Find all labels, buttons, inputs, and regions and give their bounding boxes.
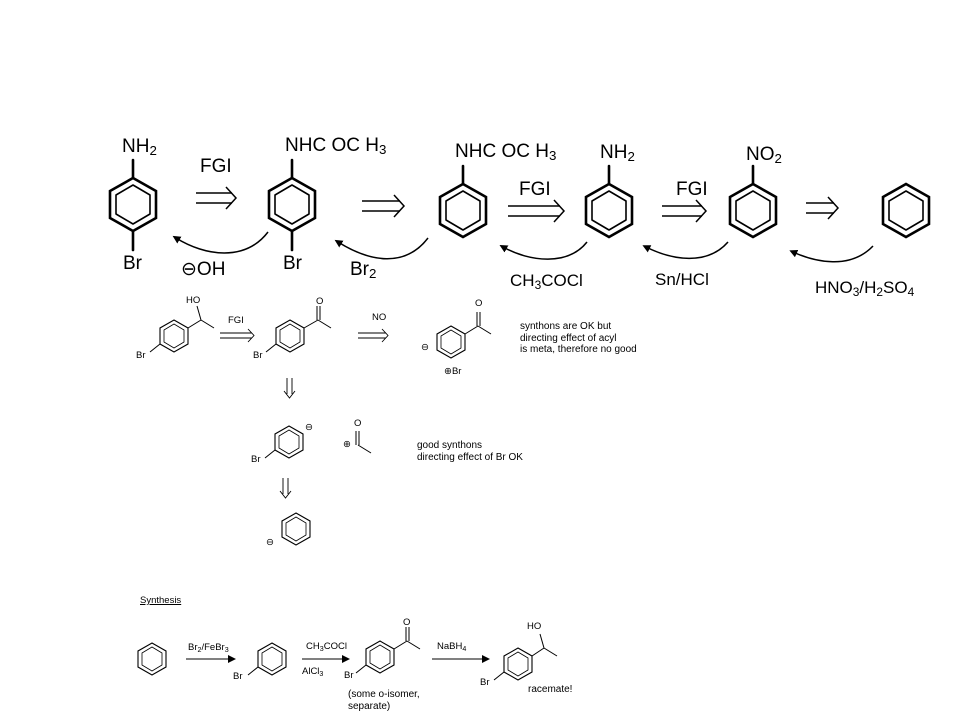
forward-arrow-1 xyxy=(172,231,269,254)
synthesis-p1-br-label: Br xyxy=(233,671,243,682)
synthesis-alcohol-product xyxy=(493,633,558,681)
m3-acetamido-label: NHC OC H3 xyxy=(455,141,557,163)
syn2-br-label: Br xyxy=(251,454,261,465)
reagent-hydroxide: ⊖OH xyxy=(181,259,226,280)
synthon-acylium-cation xyxy=(355,431,372,454)
m4-amino-label: NH2 xyxy=(600,142,635,164)
retro-arrow-4 xyxy=(662,199,708,223)
arrow3-fgi-label: FGI xyxy=(519,179,551,200)
synthesis-heading: Synthesis xyxy=(140,595,182,606)
ketone-o-label: O xyxy=(316,296,324,307)
molecule-acetanilide xyxy=(438,164,488,239)
syn2-cation-sign: ⊕ xyxy=(343,439,351,450)
mid-fgi-label: FGI xyxy=(228,315,244,326)
synthesis-p3-oh-label: HO xyxy=(527,621,542,632)
retro-arrow-mid-2 xyxy=(358,328,389,343)
synthesis-p3-br-label: Br xyxy=(480,677,490,688)
forward-arrow-3 xyxy=(499,241,588,260)
syn1-o-label: O xyxy=(475,298,483,309)
reagent-tin-hcl: Sn/HCl xyxy=(655,270,709,289)
m2-acetamido-label: NHC OC H3 xyxy=(285,135,387,157)
molecule-benzene xyxy=(881,182,931,239)
synthon-phenyl-anion xyxy=(281,512,311,546)
syn1-bromonium-label: ⊕Br xyxy=(444,366,462,377)
synthesis-bromobenzene xyxy=(247,642,287,676)
note-synthons-no-good: synthons are OK but directing effect of … xyxy=(520,321,637,355)
syn2-anion-sign: ⊖ xyxy=(305,422,313,433)
molecule-4-bromoaniline xyxy=(108,158,158,252)
retro-arrow-down-1 xyxy=(283,378,296,399)
mid-no-label: NO xyxy=(372,312,387,323)
arrow4-fgi-label: FGI xyxy=(676,179,708,200)
synthesis-reagent-3: NaBH4 xyxy=(437,641,467,653)
syn3-anion-sign: ⊖ xyxy=(266,537,274,548)
alcohol-oh-label: HO xyxy=(186,295,201,306)
synthesis-p2-o-label: O xyxy=(403,617,411,628)
synthesis-reagent-2a: CH3COCl xyxy=(306,641,347,653)
forward-arrow-4 xyxy=(642,241,729,260)
synthesis-reagent-1: Br2/FeBr3 xyxy=(188,642,229,654)
forward-arrow-2 xyxy=(334,237,429,260)
synthesis-p2-note: (some o-isomer, separate) xyxy=(348,689,420,712)
molecule-aniline xyxy=(584,164,634,239)
forward-arrow-5 xyxy=(789,245,874,263)
m1-amino-label: NH2 xyxy=(122,136,157,158)
reagent-acetyl-chloride: CH3COCl xyxy=(510,271,583,292)
retro-arrow-3 xyxy=(508,199,566,223)
molecule-4-bromoacetophenone xyxy=(265,306,332,353)
synthesis-reagent-2b: AlCl3 xyxy=(302,666,324,678)
retro-arrow-5 xyxy=(806,196,840,220)
ketone-br-label: Br xyxy=(253,350,263,361)
arrow1-fgi-label: FGI xyxy=(200,156,232,177)
m5-nitro-label: NO2 xyxy=(746,144,782,166)
molecule-4-bromoacetanilide xyxy=(267,158,317,252)
retro-arrow-1 xyxy=(196,186,238,210)
reagent-nitrating-mixture: HNO3/H2SO4 xyxy=(815,278,915,299)
m1-bromo-label: Br xyxy=(123,253,142,274)
syn1-anion-sign: ⊖ xyxy=(421,342,429,353)
retro-arrow-mid-1 xyxy=(220,328,255,343)
molecule-1-4-bromophenylethanol xyxy=(149,305,215,353)
retro-arrow-2 xyxy=(362,194,406,218)
synthesis-p2-br-label: Br xyxy=(344,670,354,681)
syn2-o-label: O xyxy=(354,418,362,429)
synthesis-benzene xyxy=(137,642,167,676)
reagent-bromine: Br2 xyxy=(350,259,377,281)
alcohol-br-label: Br xyxy=(136,350,146,361)
m2-bromo-label: Br xyxy=(283,253,302,274)
synthesis-racemate-note: racemate! xyxy=(528,684,573,695)
synthon-acylphenyl-anion xyxy=(436,312,492,359)
molecule-nitrobenzene xyxy=(728,164,778,239)
synthesis-4-bromoacetophenone xyxy=(355,627,421,674)
note-good-synthons: good synthons directing effect of Br OK xyxy=(417,440,523,463)
retro-arrow-down-2 xyxy=(279,478,292,499)
synthon-bromophenyl-anion xyxy=(264,425,304,459)
